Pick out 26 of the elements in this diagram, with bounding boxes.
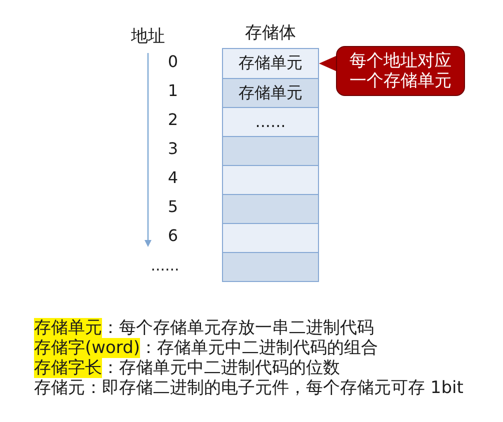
definition-text: ：存储单元中二进制代码的组合 — [140, 338, 378, 358]
definition-text: ：每个存储单元存放一串二进制代码 — [102, 318, 374, 338]
highlighted-term: 存储字(word) — [34, 338, 140, 358]
axis-heading: 地址 — [131, 28, 165, 46]
definition-text: ：存储单元中二进制代码的位数 — [102, 358, 340, 378]
address-number: 0 — [168, 54, 178, 70]
memory-cell: 存储单元 — [223, 49, 318, 78]
address-number: 2 — [168, 112, 178, 128]
ellipsis-text: ...... — [150, 258, 180, 274]
memory-cell — [223, 194, 318, 223]
memory-cell — [223, 223, 318, 252]
stack-heading: 存储体 — [245, 23, 296, 43]
definition-text: 存储元：即存储二进制的电子元件，每个存储元可存 1bit — [34, 378, 464, 398]
highlighted-term: 存储单元 — [34, 318, 102, 338]
address-number: 3 — [168, 141, 178, 157]
memory-cell — [223, 165, 318, 194]
memory-cell: 存储单元 — [223, 78, 318, 107]
address-number: 4 — [168, 170, 178, 186]
address-number: 5 — [168, 199, 178, 215]
memory-cell — [223, 136, 318, 165]
callout-bubble: 每个地址对应一个存储单元 — [336, 46, 465, 96]
memory-cell: ...... — [223, 107, 318, 136]
address-number: 1 — [168, 83, 178, 99]
address-number: 6 — [168, 228, 178, 244]
memory-cell — [223, 252, 318, 281]
highlighted-term: 存储字长 — [34, 358, 102, 378]
